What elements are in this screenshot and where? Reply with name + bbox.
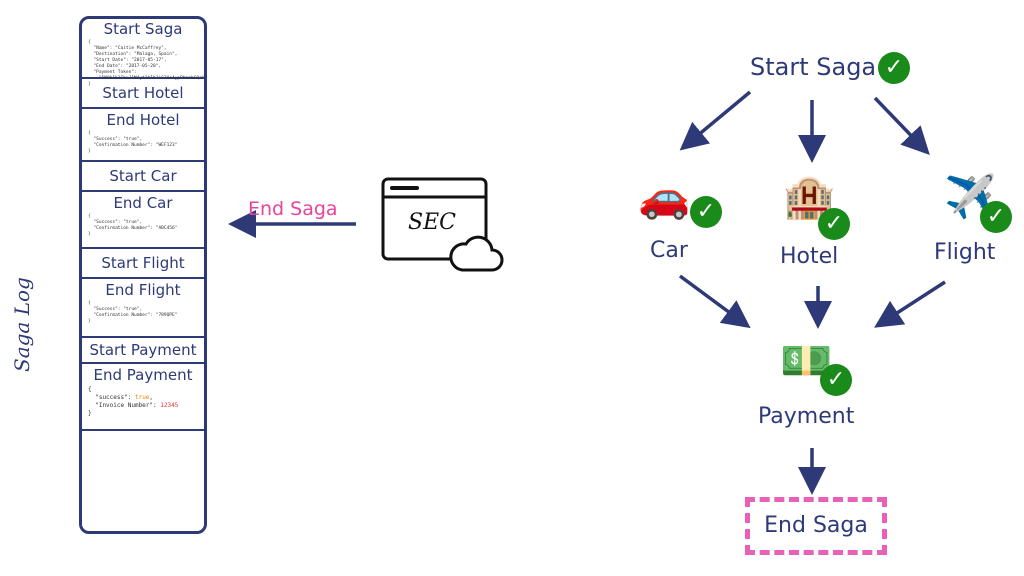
entry-title: Start Hotel — [102, 84, 184, 102]
entry-title: End Flight — [105, 281, 181, 299]
log-entry-start-car: Start Car — [82, 162, 204, 192]
saga-log: Start Saga { "Name": "Caitie McCaffrey", … — [79, 16, 207, 534]
sec-window-icon — [381, 177, 504, 272]
entry-json: { "Success": "true", "Confirmation Numbe… — [88, 131, 178, 155]
car-node: Car — [650, 238, 688, 263]
check-icon: ✓ — [690, 196, 722, 228]
check-icon: ✓ — [820, 364, 852, 396]
entry-title: End Car — [113, 194, 173, 212]
arrow-flight-to-payment — [874, 280, 946, 328]
check-icon: ✓ — [878, 52, 910, 84]
arrow-car-to-payment — [678, 274, 751, 329]
entry-title: Start Saga — [103, 20, 183, 38]
arrow-start-to-flight — [873, 96, 930, 156]
check-icon: ✓ — [818, 208, 850, 240]
entry-json: { "success": true, "Invoice Number": 123… — [88, 386, 179, 418]
start-saga-node: Start Saga — [750, 53, 877, 81]
car-icon: 🚗 — [638, 172, 691, 221]
end-saga-node: End Saga — [745, 497, 887, 555]
flight-node: Flight — [934, 240, 996, 265]
entry-title: Start Flight — [101, 254, 185, 272]
entry-json: { "Success": "true", "Confirmation Numbe… — [88, 214, 178, 238]
entry-title: Start Payment — [89, 341, 197, 359]
entry-json: { "Name": "Caitie McCaffrey", "Destinati… — [88, 40, 205, 88]
arrow-start-to-car — [679, 90, 752, 151]
sec-label: SEC — [408, 210, 456, 235]
entry-title: End Payment — [93, 366, 193, 384]
check-icon: ✓ — [980, 201, 1012, 233]
hotel-node: Hotel — [780, 244, 839, 269]
log-entry-end-payment: End Payment { "success": true, "Invoice … — [82, 364, 204, 431]
payment-node: Payment — [758, 404, 855, 429]
log-entry-start-payment: Start Payment — [82, 338, 204, 364]
log-entry-end-flight: End Flight { "Success": "true", "Confirma… — [82, 279, 204, 338]
entry-title: Start Car — [109, 167, 177, 185]
entry-title: End Hotel — [106, 111, 180, 129]
end-saga-arrow-label: End Saga — [248, 198, 338, 220]
log-entry-end-hotel: End Hotel { "Success": "true", "Confirmat… — [82, 109, 204, 162]
log-entry-start-saga: Start Saga { "Name": "Caitie McCaffrey", … — [82, 19, 204, 87]
entry-json: { "Success": "true", "Confirmation Numbe… — [88, 301, 178, 325]
log-entry-start-flight: Start Flight — [82, 249, 204, 279]
log-entry-start-hotel: Start Hotel — [82, 79, 204, 109]
log-entry-end-car: End Car { "Success": "true", "Confirmatio… — [82, 192, 204, 249]
